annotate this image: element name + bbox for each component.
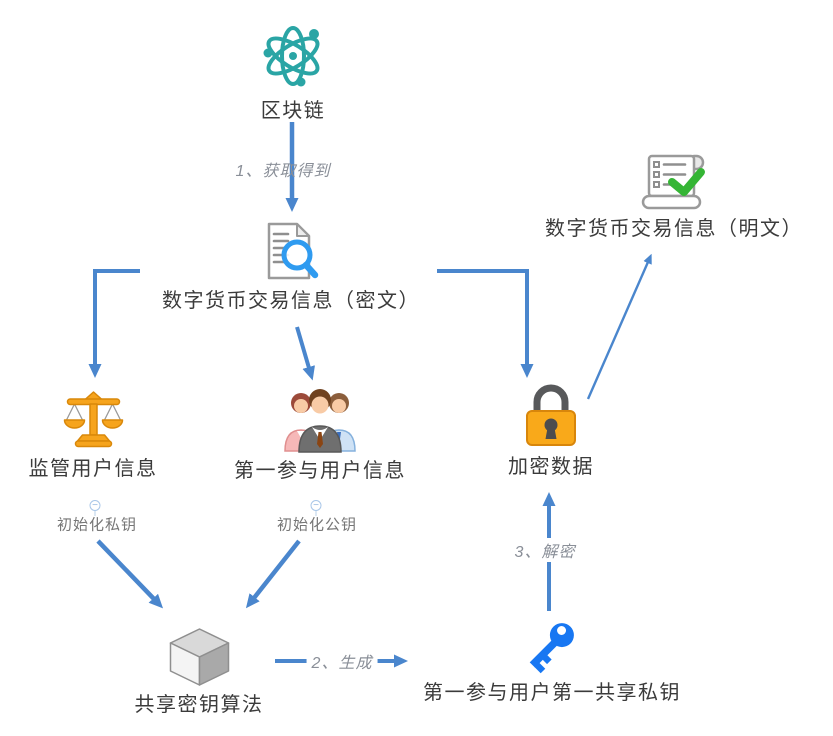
collapse-stem (94, 511, 96, 516)
edge-ciphertext-to-regulator (88, 269, 140, 378)
label-init-public-key: 初始化公钥 (276, 516, 358, 534)
document-search-icon (267, 222, 319, 280)
node-regulator-label: 监管用户信息 (28, 458, 158, 480)
edge-label-step2: 2、生成 (306, 649, 378, 673)
edge-encrypted-to-plaintext (586, 253, 652, 400)
scroll-check-icon (641, 154, 705, 210)
edge-label-step3: 3、解密 (509, 538, 581, 562)
node-shared-private-key[interactable]: 第一参与用户第一共享私钥 (423, 616, 681, 705)
node-shared-private-key-label: 第一参与用户第一共享私钥 (423, 682, 681, 704)
node-shared-key-algorithm[interactable]: 共享密钥算法 (135, 628, 264, 717)
label-init-private-key: 初始化私钥 (56, 516, 138, 534)
node-participant-label: 第一参与用户信息 (234, 460, 406, 482)
cube-icon (169, 628, 229, 686)
node-plaintext[interactable]: 数字货币交易信息（明文） (545, 152, 803, 241)
scales-icon (63, 391, 123, 448)
padlock-icon (526, 384, 576, 446)
edge-label-step1: 1、获取得到 (235, 163, 331, 180)
edge-ciphertext-to-encrypted (437, 269, 534, 378)
collapse-minus-icon[interactable]: − (89, 500, 101, 511)
node-encrypted-data-label: 加密数据 (508, 456, 594, 478)
people-group-icon (284, 389, 356, 453)
node-ciphertext[interactable]: 数字货币交易信息（密文） (162, 222, 420, 313)
node-plaintext-label: 数字货币交易信息（明文） (545, 218, 803, 240)
node-blockchain[interactable]: 区块链 (257, 20, 329, 123)
node-participant[interactable]: 第一参与用户信息 (234, 388, 406, 483)
node-ciphertext-label: 数字货币交易信息（密文） (162, 290, 420, 312)
collapse-stem (315, 511, 317, 516)
node-blockchain-label: 区块链 (260, 100, 326, 122)
node-shared-key-algorithm-label: 共享密钥算法 (134, 694, 264, 716)
node-encrypted-data[interactable]: 加密数据 (508, 382, 594, 479)
collapse-minus-icon[interactable]: − (310, 500, 322, 511)
node-regulator[interactable]: 监管用户信息 (29, 390, 158, 481)
edge-regulator-to-algorithm (96, 539, 164, 609)
edge-ciphertext-to-participant (295, 326, 315, 381)
edge-participant-to-algorithm (245, 539, 301, 609)
atom-icon (263, 26, 320, 87)
key-icon (529, 623, 574, 674)
